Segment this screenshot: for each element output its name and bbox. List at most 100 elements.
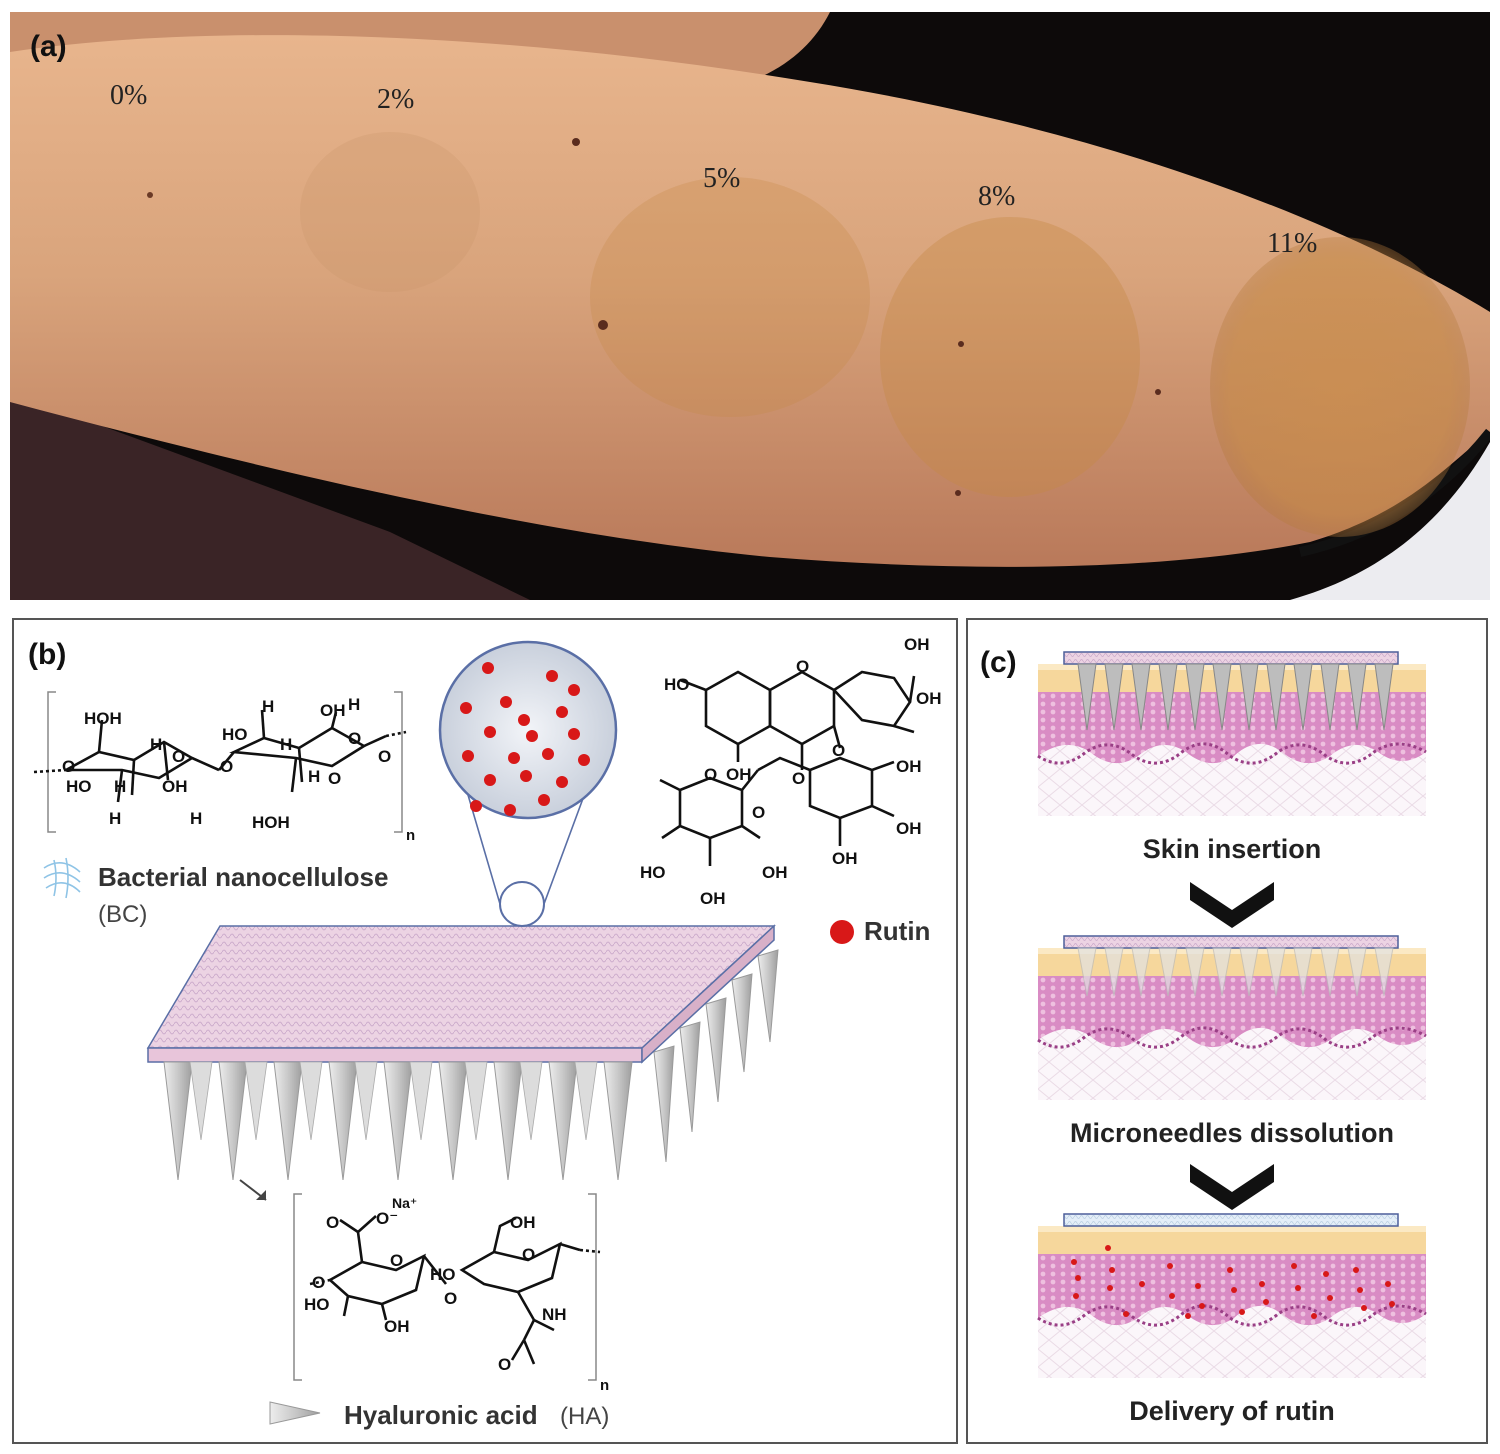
microneedle [1239, 663, 1259, 731]
atom-label: OH [904, 635, 930, 654]
concentration-label: 11% [1267, 228, 1317, 259]
rutin-particle [518, 714, 530, 726]
atom-label: H [280, 735, 292, 754]
atom-label: O [312, 1273, 325, 1292]
microneedle [163, 1061, 193, 1181]
atom-label: O [832, 741, 845, 760]
microneedle [679, 1021, 701, 1133]
rutin-particle [1075, 1275, 1081, 1281]
epidermis-layer [1038, 1228, 1426, 1254]
atom-label: O [444, 1289, 457, 1308]
atom-label: H [114, 777, 126, 796]
microneedle [218, 1061, 248, 1181]
rutin-particle [1109, 1267, 1115, 1273]
microneedle [1347, 663, 1367, 731]
rutin-particle [1385, 1281, 1391, 1287]
rutin-particle [470, 800, 482, 812]
rutin-particle [1123, 1311, 1129, 1317]
zoom-callout [438, 640, 618, 927]
forearm [10, 35, 1490, 567]
needle-legend-icon [269, 1401, 321, 1425]
mole [147, 192, 153, 198]
rutin-particle [1139, 1281, 1145, 1287]
atom-label: O [522, 1245, 535, 1264]
microneedle-array-back [653, 949, 779, 1163]
rutin-particle [1239, 1309, 1245, 1315]
rutin-particle [1071, 1259, 1077, 1265]
microneedle-patch [1063, 935, 1399, 949]
mole [958, 341, 964, 347]
dissolving-microneedle [1374, 947, 1394, 997]
step-label: Skin insertion [1143, 834, 1322, 864]
forearm-photo: (a) 0% 2% 5% 8% 11% [10, 12, 1490, 600]
microneedle [1158, 663, 1178, 731]
microneedle [1185, 663, 1205, 731]
dissolving-microneedle [1104, 947, 1124, 997]
concentration-label: 0% [110, 80, 147, 111]
microneedle [1374, 663, 1394, 731]
zoom-circle [438, 640, 618, 820]
atom-label: NH [542, 1305, 567, 1324]
microneedle [1212, 663, 1232, 731]
rutin-particle [1323, 1271, 1329, 1277]
microneedle [1077, 663, 1097, 731]
microneedle [653, 1045, 675, 1163]
atom-label: OH [896, 757, 922, 776]
rutin-particle [542, 748, 554, 760]
rutin-particle [504, 804, 516, 816]
rutin-particle [1353, 1267, 1359, 1273]
dissolving-microneedle [1320, 947, 1340, 997]
microneedle [731, 973, 753, 1073]
concentration-label: 2% [377, 84, 414, 115]
atom-label: H [308, 767, 320, 786]
microneedle [705, 997, 727, 1103]
atom-label: H [190, 809, 202, 828]
microneedle [273, 1061, 303, 1181]
microneedle [328, 1061, 358, 1181]
microneedle [299, 1061, 323, 1141]
rutin-particle [568, 728, 580, 740]
microneedle [493, 1061, 523, 1181]
rutin-particle [526, 730, 538, 742]
microneedle [189, 1061, 213, 1141]
rutin-particle [460, 702, 472, 714]
stain-11 [1210, 237, 1470, 537]
atom-label: HO [222, 725, 248, 744]
concentration-label: 5% [703, 163, 740, 194]
atom-label: HO [640, 863, 666, 882]
atom-label: O [62, 757, 75, 776]
microneedle-patch [1063, 1213, 1399, 1227]
rutin-particle [1389, 1301, 1395, 1307]
microneedle-patch [146, 924, 776, 1064]
atom-label: H [262, 697, 274, 716]
microneedle [548, 1061, 578, 1181]
rutin-particle [538, 794, 550, 806]
dissolving-microneedle [1212, 947, 1232, 997]
atom-label: O [390, 1251, 403, 1270]
ha-arrow-head [256, 1190, 266, 1200]
rutin-particle [568, 684, 580, 696]
dissolving-microneedle [1239, 947, 1259, 997]
rutin-particle [1263, 1299, 1269, 1305]
atom-label: O [752, 803, 765, 822]
atom-label: O [704, 765, 717, 784]
chevron-down-icon [1190, 1164, 1274, 1210]
atom-label: O [378, 747, 391, 766]
atom-label: Na⁺ [392, 1195, 417, 1211]
rutin-particle [1357, 1287, 1363, 1293]
microneedle [1131, 663, 1151, 731]
rutin-particle [1105, 1245, 1111, 1251]
atom-label: O [326, 1213, 339, 1232]
atom-label: OH [726, 765, 752, 784]
panel-c-label: (c) [980, 646, 1017, 679]
bc-structure [33, 691, 407, 833]
microneedle [1320, 663, 1340, 731]
rutin-particle [1195, 1283, 1201, 1289]
bc-abbr: (BC) [98, 901, 147, 928]
rutin-legend-dot [830, 920, 854, 944]
microneedle-patch [1063, 651, 1399, 665]
atom-label: H [109, 809, 121, 828]
panel-a-label: (a) [30, 30, 67, 63]
microneedle [1293, 663, 1313, 731]
atom-label: O⁻ [376, 1209, 398, 1228]
